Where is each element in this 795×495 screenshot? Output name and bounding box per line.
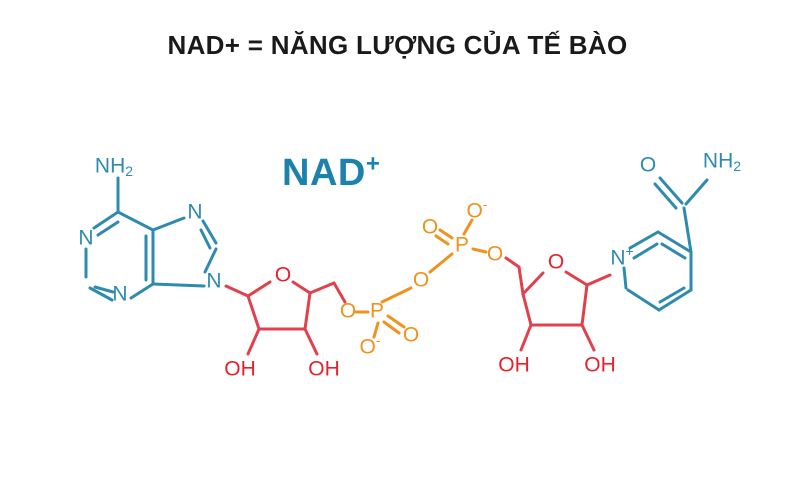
bond-c1-nplus: [585, 273, 612, 287]
bond-o4-c1-ribose2: [564, 270, 589, 287]
nad-plus-watermark-label: NAD+: [282, 152, 380, 195]
atom-label-ribose2-oh-right: OH: [584, 354, 616, 377]
bond-c1-c2-ribose2: [580, 283, 589, 327]
bond-p1-ominus: [372, 321, 380, 339]
atom-label-amide-o: O: [640, 154, 656, 177]
bond-p2-o-double-a: [438, 228, 454, 240]
bond-c4prime-c5prime: [308, 281, 336, 295]
bond-o4prime-c4prime: [291, 280, 312, 295]
atom-label-bridge-o: O: [413, 269, 429, 292]
bond-p1-o-double-b: [382, 320, 401, 335]
bond-c2-n3: [88, 286, 114, 302]
bond-c6-n1-double: [96, 220, 120, 237]
bond-c4-c5: [657, 288, 693, 312]
atom-label-phos1-p: P: [370, 300, 384, 323]
bond-c4-o4-ribose2: [521, 271, 545, 296]
bond-c2-n3-double: [93, 285, 115, 294]
bond-c8-n9: [203, 247, 218, 274]
nicotinamide-ribose-moiety: O OH OH: [498, 251, 616, 377]
bond-c5-n7: [151, 216, 186, 232]
bond-c2prime-c1prime: [246, 294, 261, 331]
atom-label-ribose2-o: O: [548, 251, 564, 274]
bond-c2-c3-double: [660, 242, 687, 260]
bond-n9-c1prime: [224, 284, 250, 298]
adenosine-ribose-moiety: O OH OH: [224, 264, 347, 381]
bond-amide-c-nh2: [684, 178, 709, 206]
bond-c6-nplus: [622, 266, 628, 290]
atom-label-ribose2-oh-left: OH: [498, 354, 530, 377]
bond-nplus-c2-double: [632, 242, 659, 260]
nicotinamide-moiety: N+ O NH2: [610, 150, 741, 312]
bond-c3-c4-ribose2: [521, 292, 533, 327]
atom-label-ribose1-o: O: [275, 264, 291, 287]
bond-p1-o-double-a: [386, 314, 406, 329]
phosphate-2-moiety: O- O P O: [422, 196, 503, 266]
bond-c3-amide-c: [682, 206, 693, 254]
bond-n7-c8: [201, 219, 218, 245]
atom-label-adenine-n7: N: [187, 201, 202, 224]
bond-nplus-c2: [628, 230, 660, 250]
bond-c3prime-oh: [303, 327, 319, 356]
atom-label-adenine-nh2: NH2: [95, 155, 133, 179]
bridging-oxygen-group: O: [413, 252, 454, 292]
bond-n9-c4: [151, 282, 206, 288]
atom-label-phos1-o-minus: O-: [359, 332, 380, 359]
atom-label-adenine-n1: N: [78, 227, 93, 250]
bond-n7-c8-double: [199, 228, 212, 250]
nad-label-base: NAD: [282, 152, 366, 194]
bond-c6-n1: [92, 210, 120, 230]
bond-c3-oh-ribose2: [519, 323, 533, 352]
atom-label-amide-nh2: NH2: [703, 150, 741, 174]
atom-label-nicotinamide-n-plus: N+: [610, 243, 633, 270]
bond-p2-o-double-b: [434, 234, 450, 246]
bond-c1prime-o4prime: [246, 280, 272, 298]
atom-label-phos2-p: P: [455, 234, 469, 257]
atom-label-phos1-o-link: O: [340, 300, 356, 323]
atom-label-ribose1-oh-left: OH: [224, 358, 256, 381]
bond-c5prime-o: [332, 281, 347, 304]
bond-c5-c4-ribose2: [517, 265, 525, 296]
bond-p1-bridge-o: [380, 286, 413, 304]
bond-c5-c6: [116, 210, 155, 232]
atom-label-adenine-n9: N: [206, 270, 221, 293]
atom-label-phos2-o-double: O: [422, 216, 438, 239]
bond-c2prime-oh: [246, 327, 261, 356]
adenine-moiety: NH2 N N N N: [78, 155, 221, 306]
bond-c2-c3: [656, 230, 693, 254]
atom-label-phos1-o-double: O: [403, 324, 419, 347]
bond-amide-c-o-double-a: [658, 176, 684, 205]
bond-o-c5doubleprime: [504, 256, 521, 269]
bond-c5-c6: [626, 288, 661, 312]
phosphate-1-moiety: O P O O-: [340, 286, 419, 359]
atom-label-ribose1-oh-right: OH: [308, 358, 340, 381]
atom-label-adenine-n3: N: [112, 283, 127, 306]
bond-c2-oh-ribose2: [580, 323, 596, 352]
nad-label-charge: +: [365, 150, 381, 178]
bond-n3-c4: [129, 282, 155, 300]
page-title: NAD+ = NĂNG LƯỢNG CỦA TẾ BÀO: [167, 30, 628, 60]
atom-label-phos2-o-link: O: [487, 243, 503, 266]
bond-bridge-o-p2: [428, 252, 454, 274]
atom-label-phos2-o-minus: O-: [466, 196, 487, 223]
bond-c4-c5-double: [658, 286, 686, 304]
bond-p2-ominus: [462, 218, 474, 236]
bond-amide-c-o-double-b: [653, 182, 678, 210]
bond-c4prime-c3prime: [303, 291, 312, 331]
bond-p2-o-link: [471, 247, 488, 254]
